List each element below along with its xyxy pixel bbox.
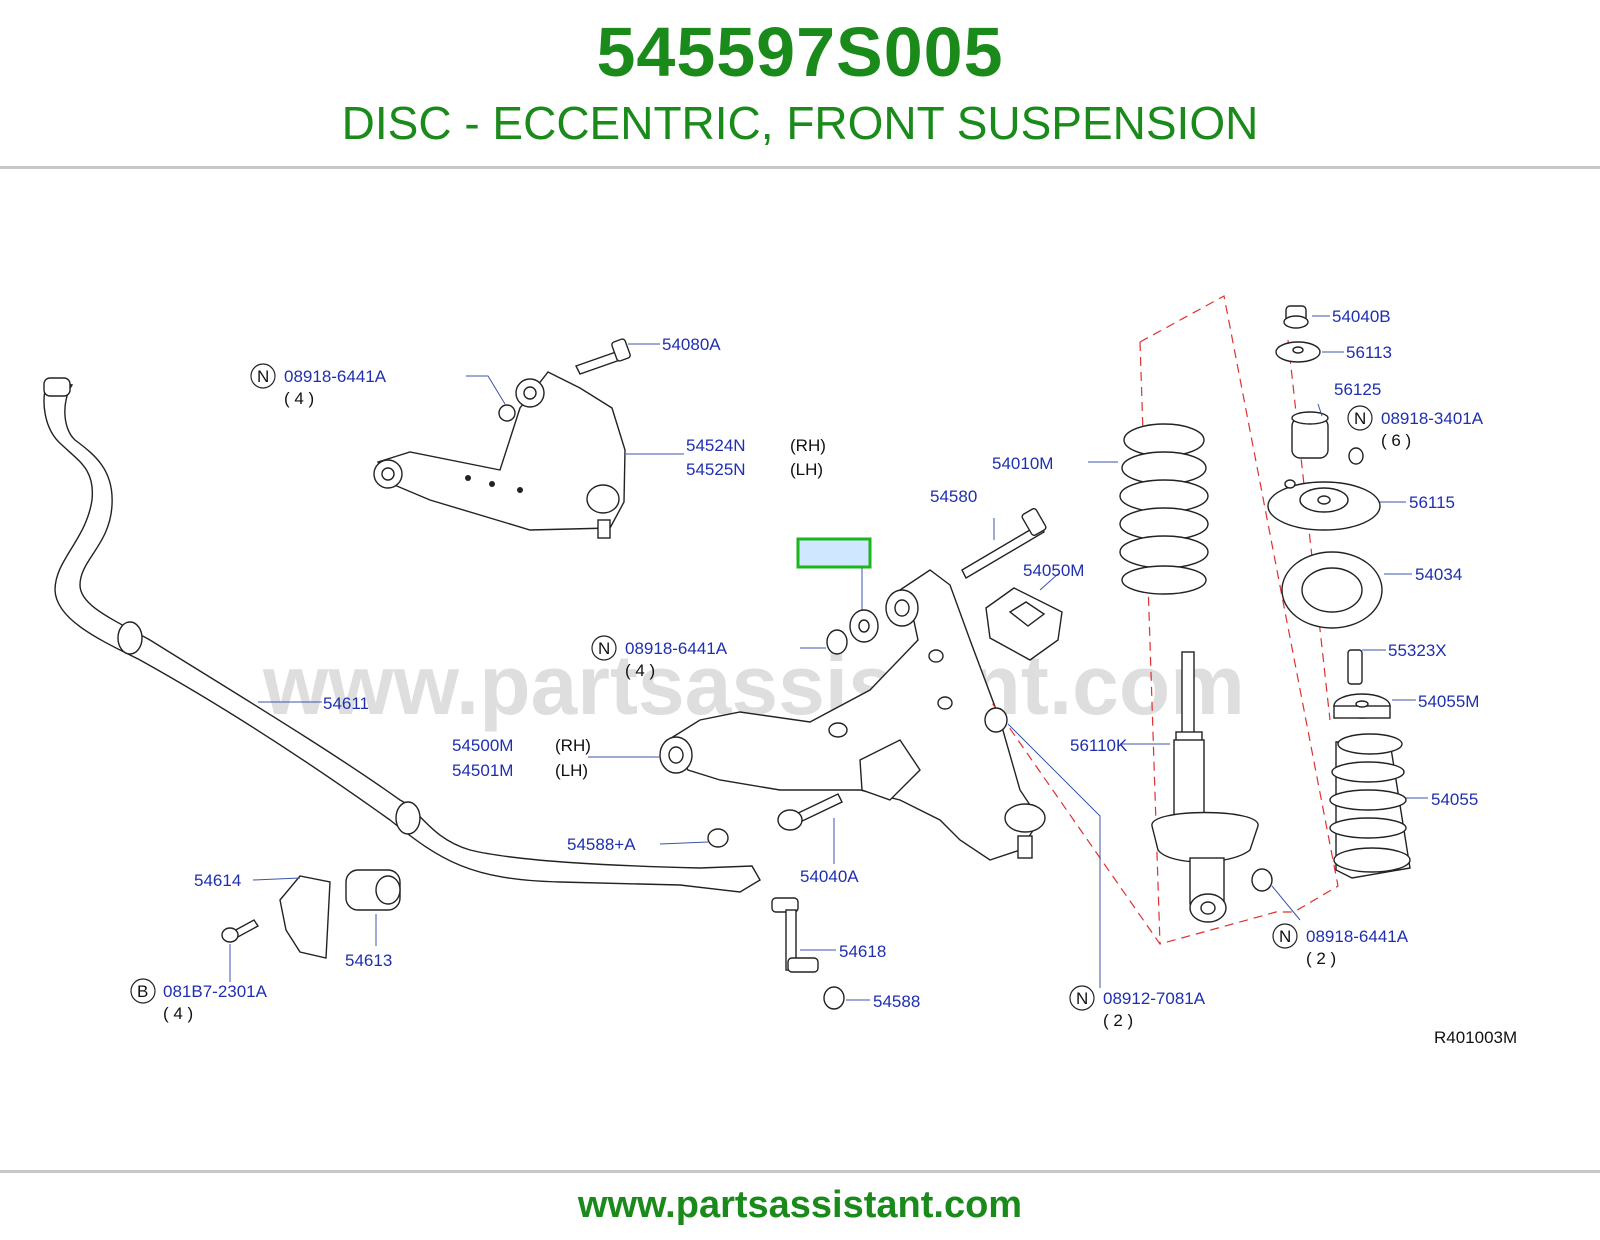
clamp-54614	[279, 875, 331, 959]
n-callout-letter: N	[1354, 409, 1366, 428]
seat-54034	[1281, 551, 1383, 629]
label-54618: 54618	[839, 942, 886, 961]
top-divider	[0, 166, 1600, 169]
label-54580: 54580	[930, 487, 977, 506]
b-callout-letter: B	[137, 982, 148, 1001]
label-n1-qty: ( 4 )	[284, 389, 314, 408]
shock-absorber-56110K	[1151, 651, 1259, 923]
bolt-081B7	[221, 919, 260, 943]
bolt-54580	[961, 508, 1047, 579]
bushing-56125	[1291, 411, 1329, 459]
n-callout-icon	[591, 635, 617, 661]
n-callout-letter: N	[1076, 989, 1088, 1008]
highlight-box	[796, 537, 872, 569]
label-b-qty: ( 4 )	[163, 1004, 193, 1023]
b-callout-icon	[130, 978, 156, 1004]
label-n1-code: 08918-6441A	[284, 367, 387, 386]
n-callout-icon	[1069, 985, 1095, 1011]
coil-spring-54010M	[1119, 423, 1209, 595]
label-54614: 54614	[194, 871, 241, 890]
label-rh-1: (RH)	[790, 436, 826, 455]
bolt-54040A	[777, 793, 843, 831]
stabilizer-link-54618	[771, 897, 819, 973]
n-callout-letter: N	[257, 367, 269, 386]
label-54050M: 54050M	[1023, 561, 1084, 580]
diagram-ref-code: R401003M	[1434, 1028, 1517, 1047]
label-n5-code: 08918-6441A	[1306, 927, 1409, 946]
label-54588A: 54588+A	[567, 835, 636, 854]
label-n2-code: 08918-3401A	[1381, 409, 1484, 428]
label-54040A: 54040A	[800, 867, 859, 886]
label-56115: 56115	[1409, 493, 1455, 512]
n-callout-letter: N	[598, 639, 610, 658]
label-b-code: 081B7-2301A	[163, 982, 268, 1001]
n-callout-icon	[1347, 405, 1373, 431]
n-callout-icon	[1272, 923, 1298, 949]
label-rh-2: (RH)	[555, 736, 591, 755]
label-lh-2: (LH)	[555, 761, 588, 780]
label-56125: 56125	[1334, 380, 1381, 399]
label-n4-qty: ( 2 )	[1103, 1011, 1133, 1030]
label-n3-qty: ( 4 )	[625, 661, 655, 680]
bracket-54050M	[985, 587, 1063, 661]
n-callout-icon	[250, 363, 276, 389]
label-54040B: 54040B	[1332, 307, 1391, 326]
label-55323X: 55323X	[1388, 641, 1447, 660]
footer-url[interactable]: www.partsassistant.com	[577, 1184, 1023, 1226]
washer-56113	[1275, 341, 1321, 363]
stabilizer-bar	[43, 377, 761, 893]
label-n5-qty: ( 2 )	[1306, 949, 1336, 968]
label-54010M: 54010M	[992, 454, 1053, 473]
label-54501M: 54501M	[452, 761, 513, 780]
lower-arm	[659, 569, 1046, 861]
label-54613: 54613	[345, 951, 392, 970]
label-54588: 54588	[873, 992, 920, 1011]
suspension-diagram: www.partsassistant.com 54611 54080A N 08…	[43, 295, 1517, 1047]
n-callout-letter: N	[1279, 927, 1291, 946]
label-54080A: 54080A	[662, 335, 721, 354]
bottom-divider	[0, 1170, 1600, 1173]
mount-56115	[1267, 479, 1381, 531]
label-54611: 54611	[323, 694, 369, 713]
upper-arm	[373, 371, 626, 539]
label-54524N: 54524N	[686, 436, 746, 455]
label-n3-code: 08918-6441A	[625, 639, 728, 658]
seat-54055M	[1333, 693, 1391, 719]
label-54500M: 54500M	[452, 736, 513, 755]
eccentric-disc-54559[interactable]	[849, 609, 879, 643]
boot-54055	[1329, 733, 1411, 879]
bumper-55323X	[1347, 649, 1363, 685]
label-n2-qty: ( 6 )	[1381, 431, 1411, 450]
label-54034: 54034	[1415, 565, 1462, 584]
label-56110K: 56110K	[1070, 736, 1128, 755]
bolt-54080A	[575, 338, 631, 375]
part-description: DISC - ECCENTRIC, FRONT SUSPENSION	[341, 97, 1259, 149]
nut-54040B	[1283, 305, 1309, 329]
label-n4-code: 08912-7081A	[1103, 989, 1206, 1008]
label-lh-1: (LH)	[790, 460, 823, 479]
label-56113: 56113	[1346, 343, 1392, 362]
page-title: 545597S005	[596, 13, 1004, 91]
label-54525N: 54525N	[686, 460, 746, 479]
label-54055M: 54055M	[1418, 692, 1479, 711]
label-54055: 54055	[1431, 790, 1478, 809]
bushing-54613	[345, 869, 401, 911]
